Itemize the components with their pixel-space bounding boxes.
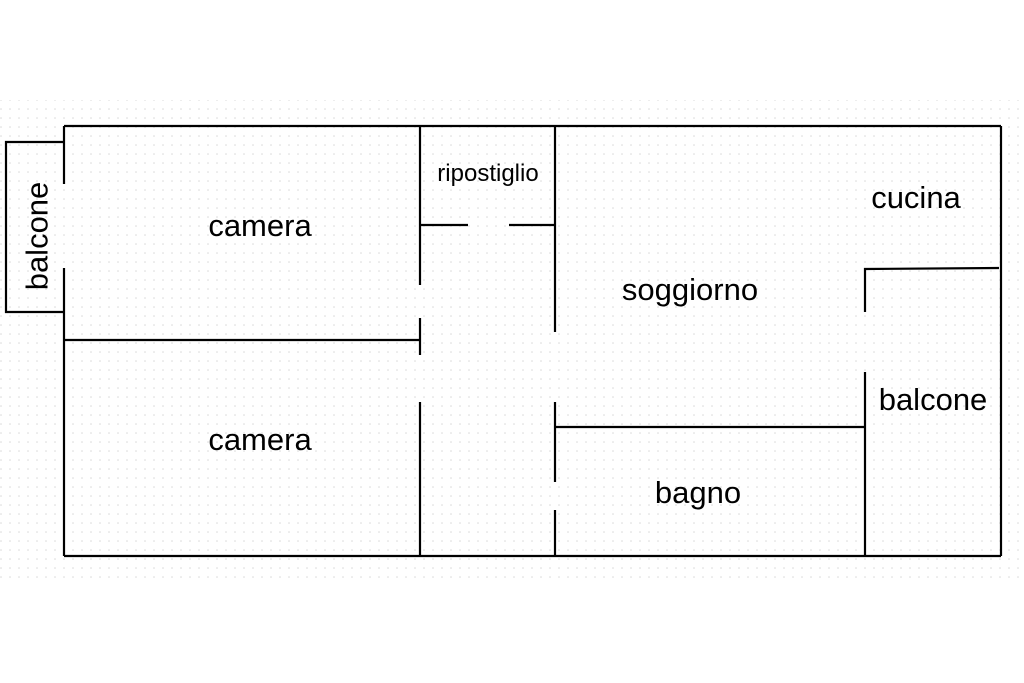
- label-cucina: cucina: [871, 180, 961, 215]
- left-balcony-outline: [4, 140, 64, 314]
- wall-cucina-partition: [863, 266, 1000, 312]
- label-ripostiglio: ripostiglio: [437, 160, 538, 187]
- label-balcone-left: balcone: [20, 182, 55, 291]
- walls: [4, 124, 1003, 558]
- room-labels: balcone camera camera ripostiglio soggio…: [20, 160, 988, 510]
- label-soggiorno: soggiorno: [622, 272, 758, 307]
- label-camera-bottom: camera: [208, 422, 312, 457]
- label-bagno: bagno: [655, 475, 741, 510]
- label-camera-top: camera: [208, 208, 312, 243]
- label-balcone-right: balcone: [879, 382, 988, 417]
